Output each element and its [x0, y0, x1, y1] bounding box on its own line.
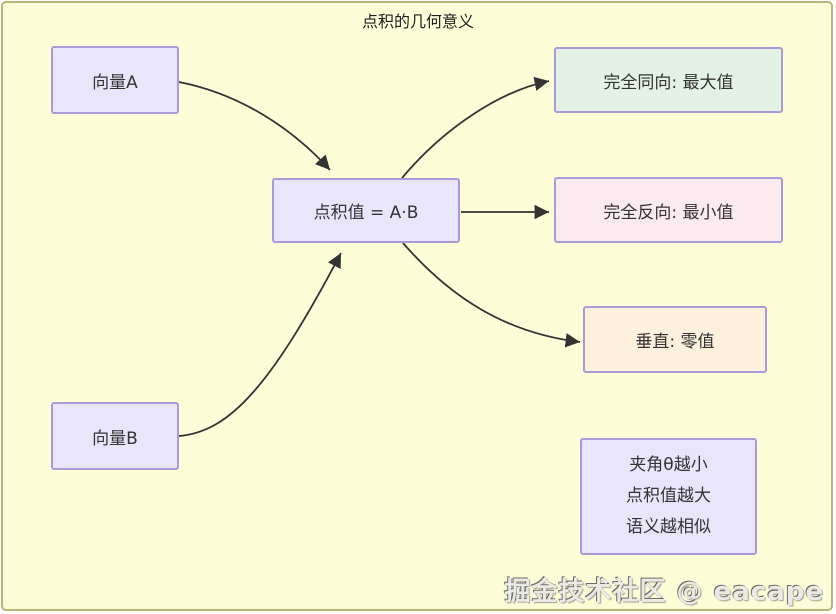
- note-line-3: 语义越相似: [626, 517, 711, 537]
- note-line-1: 夹角θ越小: [629, 455, 708, 475]
- node-perpendicular: 垂直: 零值: [583, 306, 767, 373]
- node-opposite-direction: 完全反向: 最小值: [554, 177, 783, 243]
- node-opposite-direction-label: 完全反向: 最小值: [603, 202, 734, 223]
- node-vector-b: 向量B: [51, 402, 179, 470]
- node-angle-note: 夹角θ越小 点积值越大 语义越相似: [580, 438, 757, 555]
- node-vector-b-label: 向量B: [92, 428, 138, 449]
- node-vector-a-label: 向量A: [92, 72, 138, 93]
- node-dot-product: 点积值 = A·B: [272, 178, 460, 243]
- node-same-direction-label: 完全同向: 最大值: [603, 72, 734, 93]
- node-same-direction: 完全同向: 最大值: [554, 47, 783, 113]
- note-line-2: 点积值越大: [626, 486, 711, 506]
- diagram-title: 点积的几何意义: [361, 12, 474, 31]
- watermark: 掘金技术社区 @ eacape: [504, 577, 824, 607]
- node-dot-product-label: 点积值 = A·B: [313, 203, 419, 223]
- node-vector-a: 向量A: [51, 46, 179, 114]
- node-perpendicular-label: 垂直: 零值: [635, 332, 715, 352]
